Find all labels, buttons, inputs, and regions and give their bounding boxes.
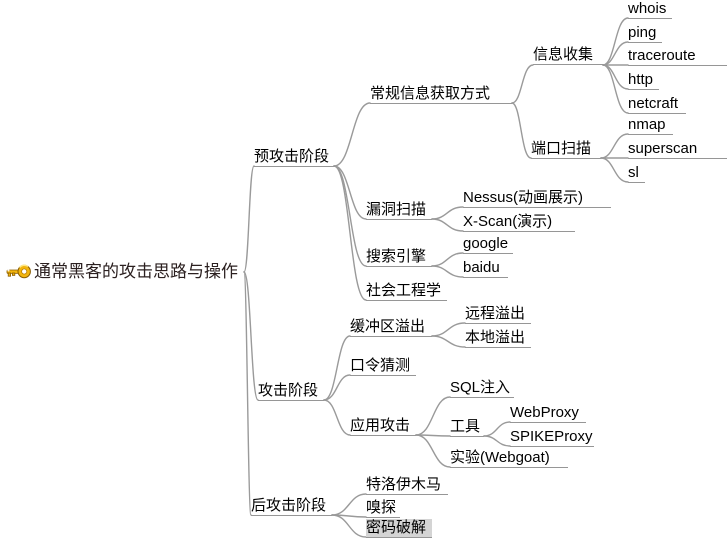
node-local-overflow[interactable]: 本地溢出 xyxy=(465,329,531,348)
node-nessus[interactable]: Nessus(动画展示) xyxy=(463,189,611,208)
node-attack-phase[interactable]: 攻击阶段 xyxy=(258,382,324,401)
node-webproxy[interactable]: WebProxy xyxy=(510,404,586,423)
node-sql-injection[interactable]: SQL注入 xyxy=(450,379,514,398)
node-trojan[interactable]: 特洛伊木马 xyxy=(366,476,448,495)
node-webgoat-lab[interactable]: 实验(Webgoat) xyxy=(450,449,568,468)
node-google[interactable]: google xyxy=(463,235,513,254)
node-password-guess[interactable]: 口令猜测 xyxy=(350,357,416,376)
node-common-info-methods[interactable]: 常规信息获取方式 xyxy=(370,85,512,104)
node-port-scan[interactable]: 端口扫描 xyxy=(531,140,601,159)
node-spikeproxy[interactable]: SPIKEProxy xyxy=(510,428,594,447)
node-app-attack[interactable]: 应用攻击 xyxy=(350,417,416,436)
node-nmap[interactable]: nmap xyxy=(628,116,673,135)
node-vuln-scan[interactable]: 漏洞扫描 xyxy=(366,201,432,220)
node-superscan[interactable]: superscan xyxy=(628,140,727,159)
node-search-engine[interactable]: 搜索引擎 xyxy=(366,248,432,267)
node-ping[interactable]: ping xyxy=(628,24,662,43)
node-info-collection[interactable]: 信息收集 xyxy=(533,46,603,65)
node-buffer-overflow[interactable]: 缓冲区溢出 xyxy=(350,318,432,337)
node-baidu[interactable]: baidu xyxy=(463,259,508,278)
node-xscan[interactable]: X-Scan(演示) xyxy=(463,213,575,232)
node-tools[interactable]: 工具 xyxy=(450,418,484,437)
node-netcraft[interactable]: netcraft xyxy=(628,95,686,114)
node-remote-overflow[interactable]: 远程溢出 xyxy=(465,305,531,324)
node-pre-attack-phase[interactable]: 预攻击阶段 xyxy=(254,148,334,167)
node-sniffing[interactable]: 嗅探 xyxy=(366,499,400,518)
node-social-engineering[interactable]: 社会工程学 xyxy=(366,282,447,301)
node-traceroute[interactable]: traceroute xyxy=(628,47,727,66)
node-post-attack-phase[interactable]: 后攻击阶段 xyxy=(251,497,332,516)
node-whois[interactable]: whois xyxy=(628,0,672,19)
node-sl[interactable]: sl xyxy=(628,164,645,183)
node-http[interactable]: http xyxy=(628,71,659,90)
node-password-crack[interactable]: 密码破解 xyxy=(366,519,432,538)
node-root[interactable]: 通常黑客的攻击思路与操作 xyxy=(34,262,238,281)
key-icon xyxy=(6,262,32,281)
